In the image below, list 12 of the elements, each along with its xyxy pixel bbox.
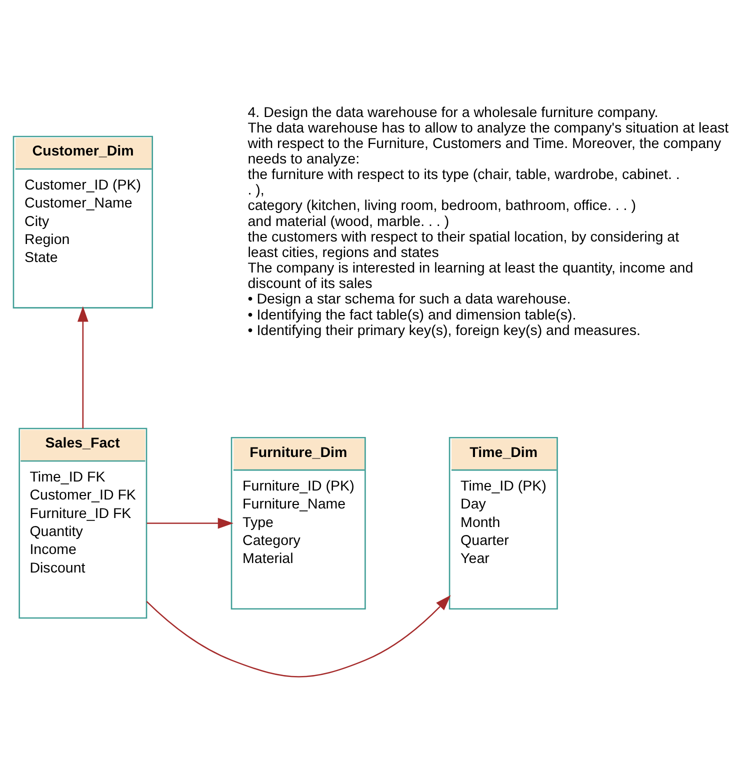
label: The company is interested in learning at least the quantity, income and discount of its sales bbox=[248, 260, 694, 292]
label: and material (wood, marble. . . ) bbox=[248, 213, 450, 230]
label: • Identifying their primary key(s), foreign key(s) and measures. bbox=[248, 322, 640, 338]
arrow bbox=[146, 517, 234, 528]
label: category (kitchen, living room, bedroom, bathroom, office. . . ) bbox=[248, 198, 636, 214]
arrow bbox=[146, 594, 451, 677]
label: • Identifying the fact table(s) and dimension table(s). bbox=[248, 306, 576, 323]
label: 4. Design the data warehouse for a wholesale furniture company. bbox=[248, 104, 658, 120]
arrow bbox=[77, 306, 88, 428]
label: The data warehouse has to allow to analyze the company's situation at least with respect to the Furniture, Customers and Time. Moreover, the company needs to analyze: bbox=[248, 120, 729, 168]
label: the customers with respect to their spatial location, by considering at least cities, regions and states bbox=[248, 228, 680, 260]
label: • Design a star schema for such a data warehouse. bbox=[248, 291, 571, 308]
